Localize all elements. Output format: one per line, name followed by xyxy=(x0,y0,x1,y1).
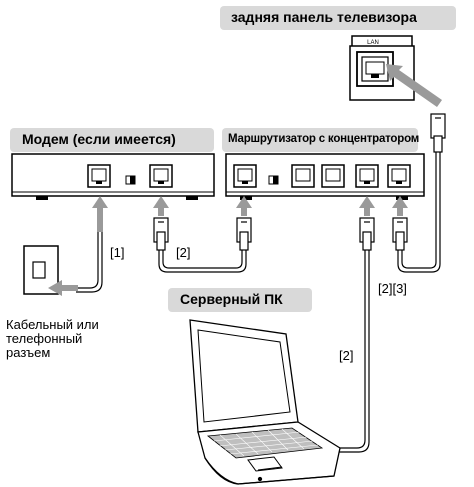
wall-socket-label: Кабельный или телефонный разъем xyxy=(6,317,99,360)
router-hub-device xyxy=(225,153,425,200)
modem-header: Модем (если имеется) xyxy=(10,128,214,152)
lan-port-label: LAN xyxy=(367,40,379,46)
server-pc-header: Серверный ПК xyxy=(168,288,312,312)
tv-back-panel-header: задняя панель телевизора xyxy=(220,6,456,30)
cable-ref-2-modem-router: [2] xyxy=(176,245,191,260)
cable-ref-2-3-tv: [2][3] xyxy=(378,281,407,296)
server-pc-laptop xyxy=(189,319,341,485)
router-header: Маршрутизатор с концентратором xyxy=(222,128,419,152)
cables xyxy=(76,150,441,453)
modem-device xyxy=(11,153,215,200)
wall-socket xyxy=(23,245,59,295)
cable-ref-1: [1] xyxy=(110,245,125,260)
cable-ref-2-pc: [2] xyxy=(339,348,354,363)
tv-lan-panel xyxy=(349,35,415,101)
